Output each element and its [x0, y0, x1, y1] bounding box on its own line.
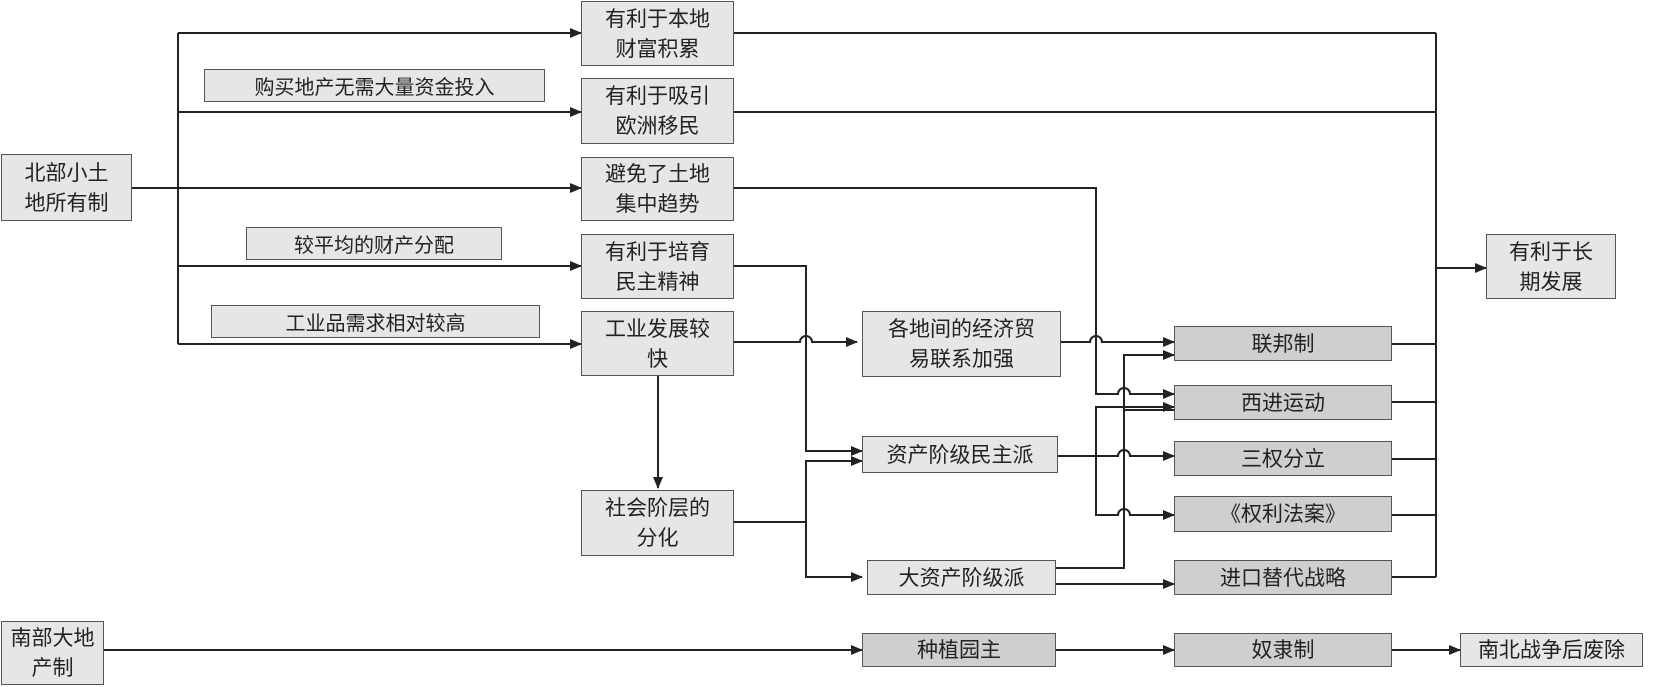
node-bill-of-rights: 《权利法案》 [1174, 496, 1392, 532]
node-long-term-development: 有利于长 期发展 [1486, 234, 1616, 299]
node-north-small-landholding: 北部小土 地所有制 [1, 154, 132, 221]
node-westward-movement: 西进运动 [1174, 385, 1392, 420]
node-big-bourgeoisie: 大资产阶级派 [867, 560, 1056, 595]
node-separation-of-powers: 三权分立 [1174, 441, 1392, 476]
node-planters: 种植园主 [862, 633, 1056, 667]
node-avoid-concentration: 避免了土地 集中趋势 [581, 157, 734, 221]
node-trade-links: 各地间的经济贸 易联系加强 [862, 311, 1061, 377]
label-buy-land: 购买地产无需大量资金投入 [204, 69, 545, 102]
node-south-large-estates: 南部大地 产制 [1, 621, 104, 685]
node-democratic-spirit: 有利于培育 民主精神 [581, 234, 734, 299]
node-bourgeois-democrats: 资产阶级民主派 [862, 436, 1058, 473]
label-equal-property: 较平均的财产分配 [246, 227, 502, 260]
node-attract-immigrants: 有利于吸引 欧洲移民 [581, 78, 734, 144]
node-fast-industry: 工业发展较 快 [581, 311, 734, 376]
node-slavery: 奴隶制 [1174, 633, 1392, 667]
node-local-wealth: 有利于本地 财富积累 [581, 1, 734, 66]
node-federalism: 联邦制 [1174, 326, 1392, 361]
node-class-differentiation: 社会阶层的 分化 [581, 490, 734, 556]
node-import-substitution: 进口替代战略 [1174, 560, 1392, 595]
node-abolished-after-war: 南北战争后废除 [1460, 633, 1643, 667]
label-industrial-demand: 工业品需求相对较高 [211, 305, 540, 338]
